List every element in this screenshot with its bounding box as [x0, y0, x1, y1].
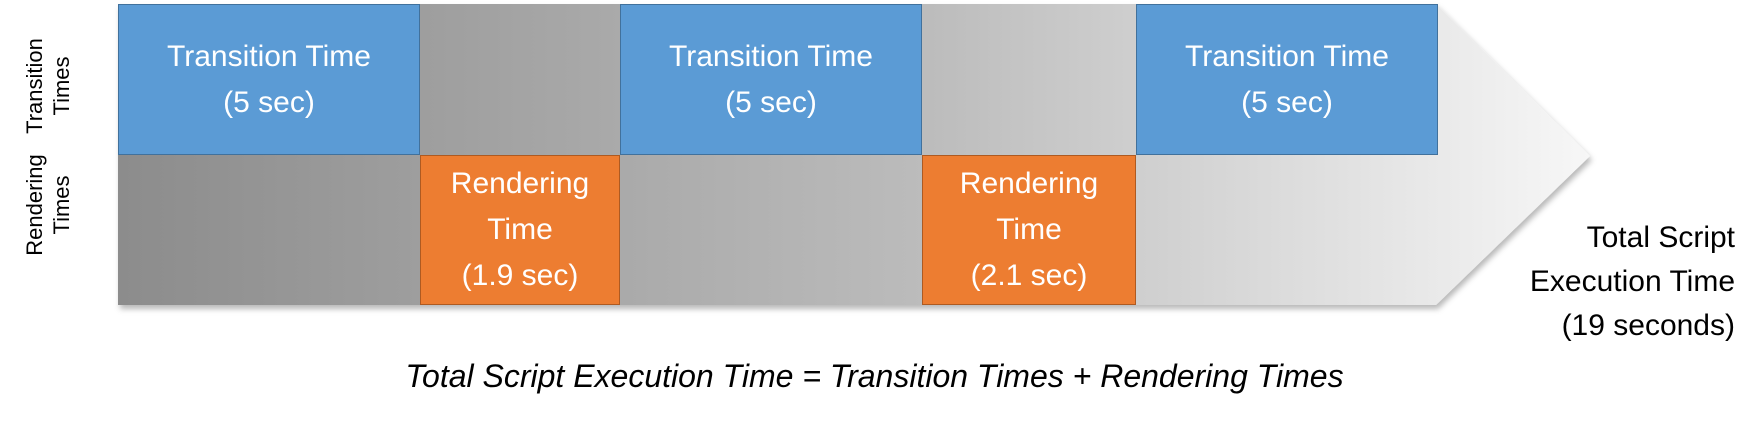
- total-execution-label: Total Script Execution Time (19 seconds): [1530, 216, 1735, 348]
- rendering-block-1: Rendering Time (1.9 sec): [420, 155, 620, 305]
- transition-block-2-title: Transition Time: [669, 39, 873, 73]
- transition-block-3: Transition Time (5 sec): [1136, 4, 1438, 155]
- transition-block-2: Transition Time (5 sec): [620, 4, 922, 155]
- rendering-block-2: Rendering Time (2.1 sec): [922, 155, 1136, 305]
- transition-block-1: Transition Time (5 sec): [118, 4, 420, 155]
- transition-block-2-duration: (5 sec): [725, 85, 817, 119]
- rendering-block-1-title: Rendering: [450, 167, 590, 200]
- rendering-block-2-title-2: Time: [996, 213, 1062, 246]
- rendering-block-1-title-2: Time: [487, 213, 553, 246]
- total-execution-line1: Total Script: [1586, 221, 1735, 254]
- total-execution-line2: Execution Time: [1529, 265, 1735, 298]
- total-execution-line3: (19 seconds): [1561, 309, 1735, 342]
- transition-block-1-duration: (5 sec): [223, 85, 315, 119]
- rendering-block-2-duration: (2.1 sec): [970, 259, 1088, 292]
- formula-caption: Total Script Execution Time = Transition…: [405, 358, 1344, 394]
- transition-block-3-duration: (5 sec): [1241, 85, 1333, 119]
- rendering-block-1-duration: (1.9 sec): [461, 259, 579, 292]
- transition-block-3-title: Transition Time: [1185, 39, 1389, 73]
- transition-block-1-title: Transition Time: [167, 39, 371, 73]
- rendering-block-2-title: Rendering: [959, 167, 1099, 200]
